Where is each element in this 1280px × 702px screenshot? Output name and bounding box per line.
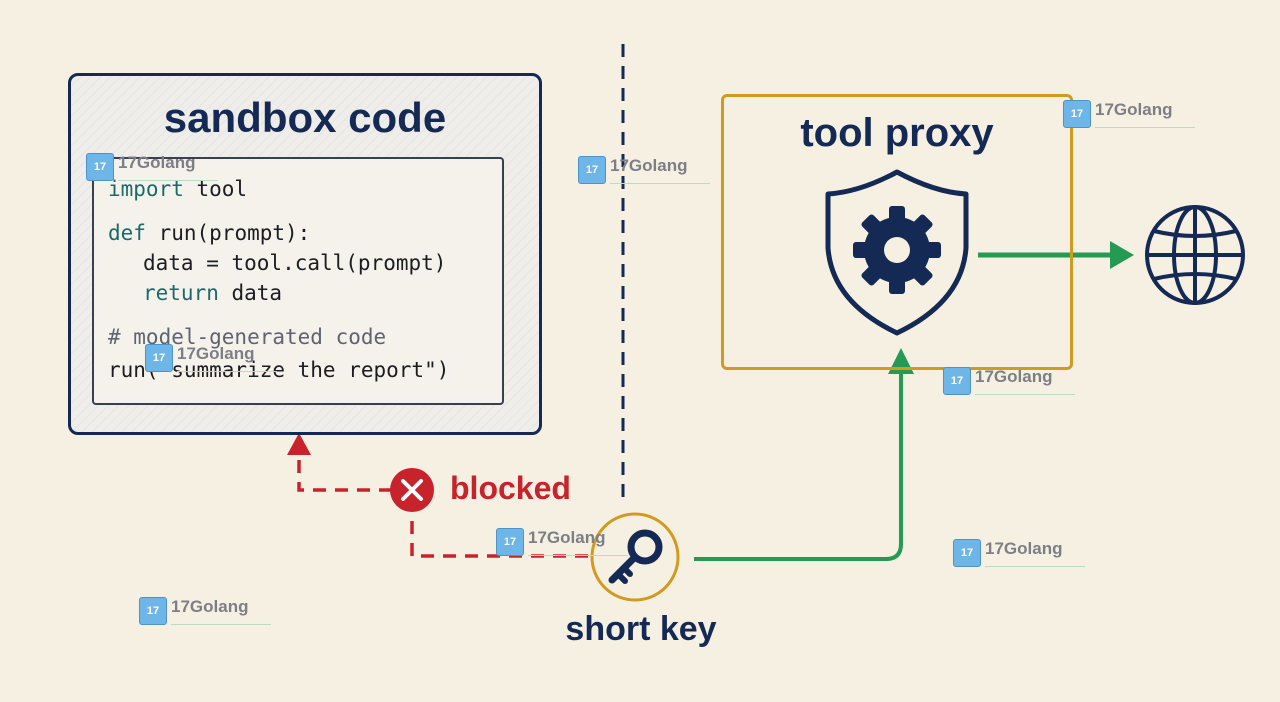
watermark: 17 17Golang (578, 156, 718, 190)
watermark-text: 17Golang (177, 344, 255, 363)
code-line-1: import tool (108, 177, 247, 201)
watermark-logo: 17 (139, 597, 167, 625)
watermark-text: 17Golang (975, 367, 1053, 386)
watermark-underline (177, 371, 277, 372)
code-line-6: run("summarize the report") (108, 358, 450, 382)
watermark-underline (171, 624, 271, 625)
watermark-underline (1095, 127, 1195, 128)
watermark: 17 17Golang (139, 597, 279, 631)
watermark-underline (610, 183, 710, 184)
watermark: 17 17Golang (953, 539, 1093, 573)
code-text: data (218, 281, 283, 305)
code-line-3: data = tool.call(prompt) (143, 251, 447, 275)
watermark-text: 17Golang (1095, 100, 1173, 119)
allowed-path (694, 372, 903, 561)
blocked-path (410, 512, 588, 558)
blocked-label: blocked (450, 470, 571, 506)
watermark-text: 17Golang (985, 539, 1063, 558)
sandbox-title: sandbox code (163, 94, 447, 141)
watermark: 17 17Golang (86, 153, 226, 187)
watermark-text: 17Golang (171, 597, 249, 616)
blocked-path-upper (297, 450, 392, 492)
watermark-logo: 17 (1063, 100, 1091, 128)
watermark-text: 17Golang (610, 156, 688, 175)
code-text: tool (183, 177, 248, 201)
shield-icon (825, 169, 969, 336)
watermark-underline (118, 180, 218, 181)
arrow-right-icon (1110, 241, 1134, 269)
watermark: 17 17Golang (145, 344, 285, 378)
watermark-logo: 17 (578, 156, 606, 184)
code-text: run(prompt): (145, 221, 311, 245)
watermark: 17 17Golang (1063, 100, 1203, 134)
tool-proxy-panel (721, 94, 1073, 370)
watermark-underline (975, 394, 1075, 395)
code-keyword: import (108, 177, 184, 201)
code-keyword: return (143, 281, 219, 305)
watermark: 17 17Golang (943, 367, 1083, 401)
tool-proxy-title: tool proxy (800, 111, 994, 155)
code-line-2: def run(prompt): (108, 221, 310, 245)
watermark-text: 17Golang (528, 528, 606, 547)
watermark-logo: 17 (943, 367, 971, 395)
short-key-label: short key (565, 610, 717, 648)
watermark-underline (985, 566, 1085, 567)
watermark-logo: 17 (953, 539, 981, 567)
arrow-up-icon (287, 433, 311, 455)
gear-icon (853, 206, 941, 294)
watermark-underline (528, 555, 628, 556)
watermark-logo: 17 (496, 528, 524, 556)
watermark-logo: 17 (145, 344, 173, 372)
watermark-logo: 17 (86, 153, 114, 181)
watermark-text: 17Golang (118, 153, 196, 172)
watermark: 17 17Golang (496, 528, 636, 562)
code-line-4: return data (143, 281, 282, 305)
key-icon (590, 512, 680, 602)
blocked-x-icon (390, 468, 434, 512)
globe-icon (1145, 205, 1245, 305)
code-keyword: def (108, 221, 146, 245)
